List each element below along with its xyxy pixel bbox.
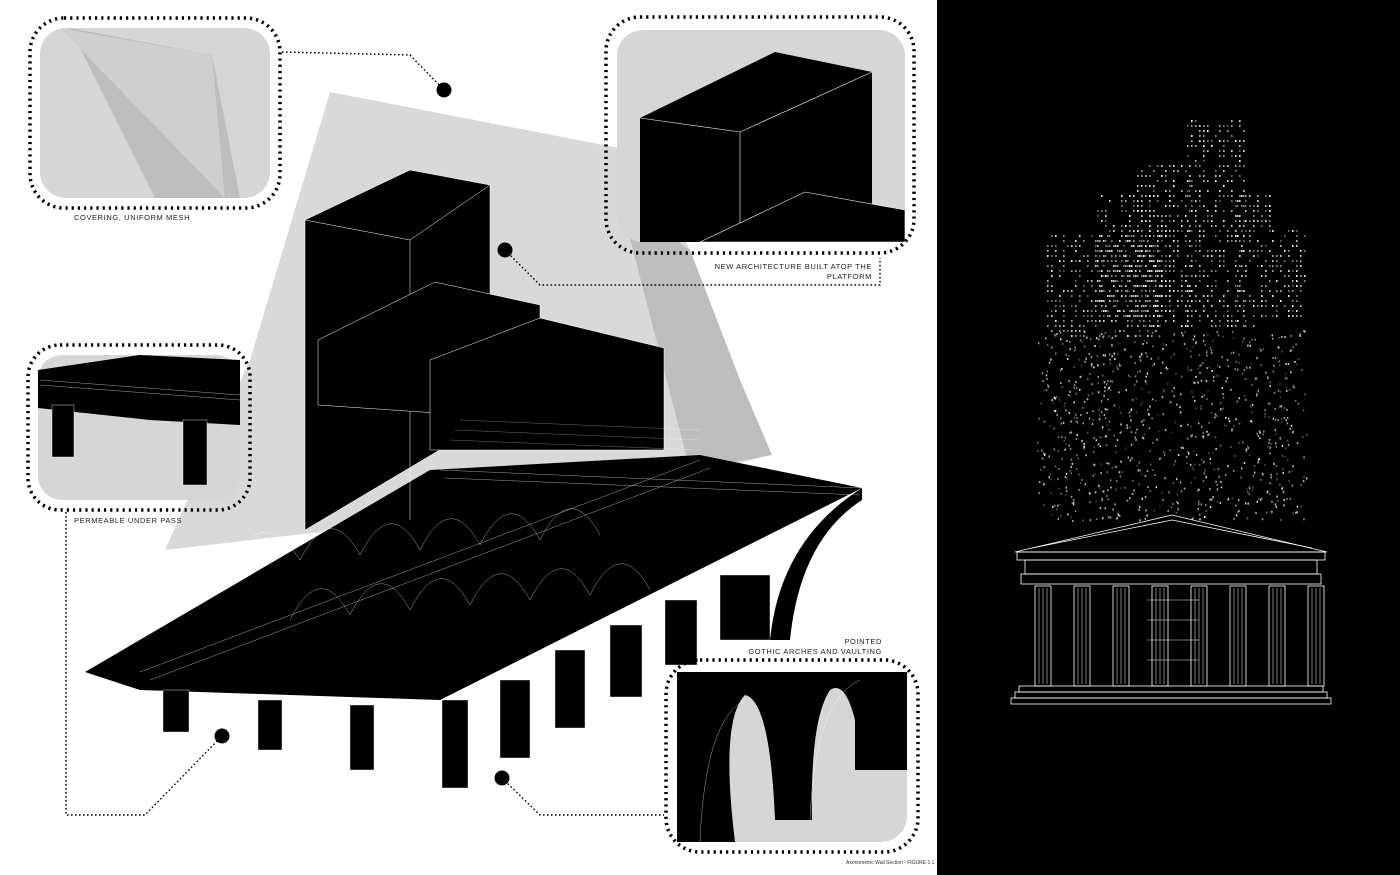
platform-deck [85,455,862,700]
vault-wireframe [139,459,863,681]
callout-gothic-label: POINTED GOTHIC ARCHES AND VAULTING [700,637,882,657]
callout-leaders [65,51,881,816]
arcade-columns [162,574,771,789]
inset-covering [28,16,282,210]
axonometric-drawing-panel: COVERING, UNIFORM MESH NEW ARCHITECTURE … [26,15,935,866]
callout-new-architecture-line1: NEW ARCHITECTURE BUILT ATOP THE [714,262,872,271]
temple-illustration [1010,120,1332,705]
temple-data-panel [937,0,1400,875]
inset-underpass [26,343,252,512]
figure-caption: Axonometric Wall Section - FIGURE 1.1 [846,860,935,866]
axonometric-wall-section [26,15,920,854]
callout-new-architecture-line2: PLATFORM [826,272,872,281]
greek-temple [1010,514,1332,705]
leader-dot-gothic [494,770,510,786]
leader-dot-underpass [214,728,230,744]
inset-gothic-arches [664,658,920,854]
tower-low [429,317,665,451]
leader-dot-covering [436,82,452,98]
data-rain-city [1037,120,1308,522]
inset-new-architecture [604,15,916,255]
callout-new-architecture-label: NEW ARCHITECTURE BUILT ATOP THE PLATFORM [700,262,872,282]
callout-underpass-label: PERMEABLE UNDER PASS [74,516,183,525]
temple-columns [1034,585,1325,687]
leader-dot-architecture [497,242,513,258]
pointed-arches [468,615,665,790]
covering-mesh-shadow [620,200,772,470]
callout-gothic-line2: GOTHIC ARCHES AND VAULTING [748,647,882,656]
callout-covering-label: COVERING, UNIFORM MESH [74,213,191,222]
callout-gothic-line1: POINTED [844,637,882,646]
vault-edge [770,488,862,640]
